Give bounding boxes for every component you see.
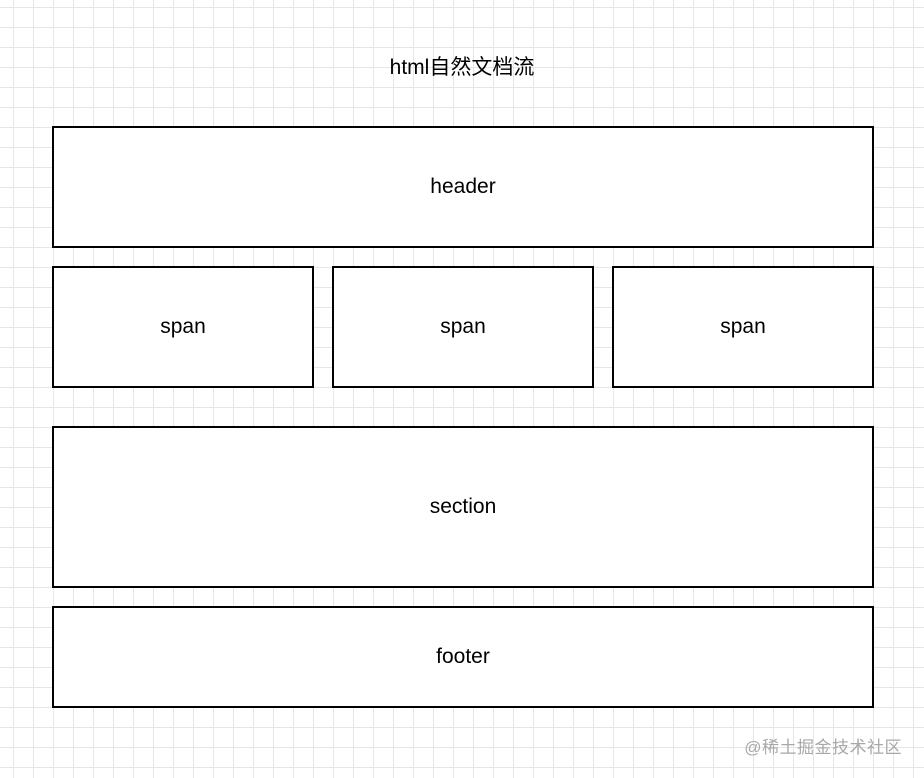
span-box-2-label: span	[440, 315, 486, 338]
footer-box: footer	[52, 606, 874, 708]
header-box-label: header	[430, 175, 496, 198]
section-box: section	[52, 426, 874, 588]
span-box-1-label: span	[160, 315, 206, 338]
span-box-3-label: span	[720, 315, 766, 338]
watermark: @稀土掘金技术社区	[744, 738, 902, 757]
span-box-1: span	[52, 266, 314, 388]
section-box-label: section	[429, 495, 497, 518]
header-box: header	[52, 126, 874, 248]
span-box-2: span	[332, 266, 594, 388]
span-box-3: span	[612, 266, 874, 388]
diagram-title: html自然文档流	[389, 56, 535, 79]
footer-box-label: footer	[436, 645, 490, 668]
